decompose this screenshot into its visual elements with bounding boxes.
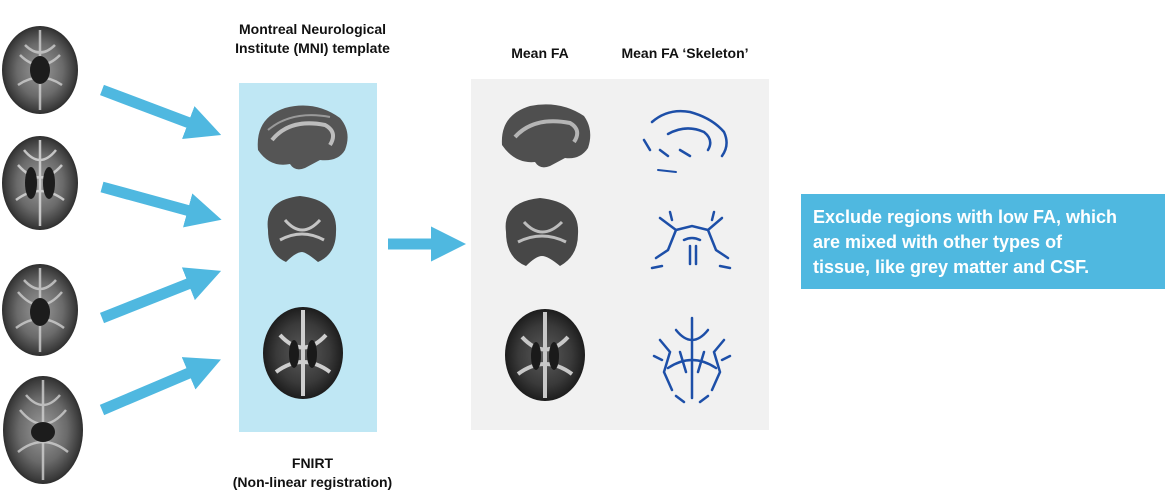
exclude-line-3: tissue, like grey matter and CSF.	[813, 257, 1090, 277]
registration-arrow-4	[99, 357, 221, 416]
fnirt-title: FNIRT	[291, 455, 334, 471]
registration-arrow-1	[100, 84, 222, 140]
mni-axial-brain	[263, 307, 343, 399]
mean-fa-axial-brain	[505, 309, 585, 401]
mean-fa-skeleton-title: Mean FA ‘Skeleton’	[621, 45, 749, 61]
mni-template-title: Montreal Neurological Institute (MNI) te…	[205, 20, 420, 58]
registration-arrow-2	[100, 181, 222, 228]
fnirt-label: FNIRT (Non-linear registration)	[205, 454, 420, 492]
mni-title-line-2: Institute (MNI) template	[235, 40, 390, 56]
exclude-low-fa-note: Exclude regions with low FA, which are m…	[801, 194, 1165, 289]
mni-coronal-brain	[267, 196, 337, 262]
mni-title-line-1: Montreal Neurological	[238, 21, 387, 37]
mni-sagittal-brain	[257, 105, 348, 170]
mean-fa-coronal-brain	[505, 198, 579, 266]
subject-brain-3	[2, 264, 78, 356]
subject-brain-1	[2, 26, 78, 114]
skeleton-coronal	[650, 210, 732, 270]
skeleton-axial	[652, 316, 732, 404]
subject-brain-2	[2, 136, 78, 230]
exclude-line-1: Exclude regions with low FA, which	[813, 207, 1118, 227]
subject-brain-4	[3, 376, 83, 484]
mean-fa-title: Mean FA	[511, 45, 569, 61]
registration-arrow-3	[99, 267, 222, 324]
mean-fa-sagittal-brain	[501, 104, 591, 168]
skeleton-sagittal	[642, 109, 728, 173]
exclude-line-2: are mixed with other types of	[813, 232, 1063, 252]
fnirt-subtitle: (Non-linear registration)	[232, 474, 393, 490]
